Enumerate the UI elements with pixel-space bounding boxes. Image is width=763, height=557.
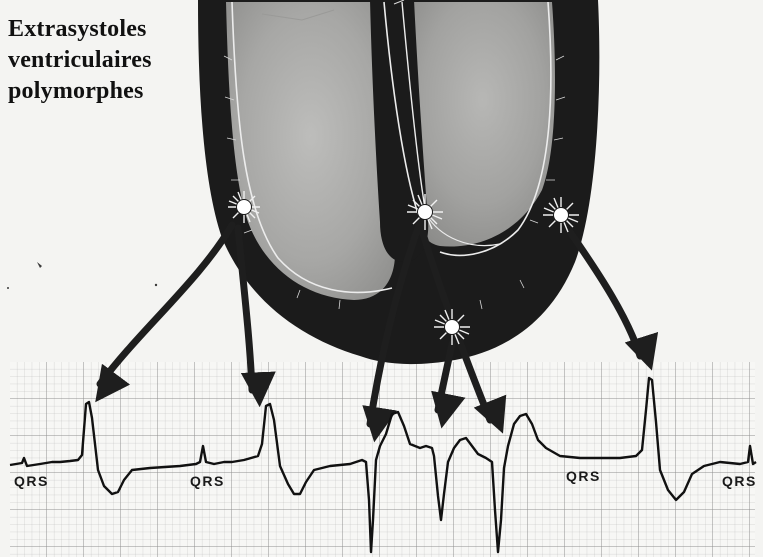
title-line-1: Extrasystoles [8, 14, 152, 45]
stray-marks [7, 262, 157, 289]
qrs-label: QRS [722, 473, 757, 489]
diagram-title: Extrasystoles ventriculaires polymorphes [8, 14, 152, 107]
arrow-6 [570, 232, 640, 356]
qrs-label: QRS [566, 468, 601, 484]
arrow-1 [100, 225, 232, 384]
qrs-label: QRS [14, 473, 49, 489]
qrs-label: QRS [190, 473, 225, 489]
title-line-2: ventriculaires [8, 45, 152, 76]
title-line-3: polymorphes [8, 76, 152, 107]
ecg-grid [10, 362, 755, 557]
heart-ventricles [198, 0, 599, 364]
